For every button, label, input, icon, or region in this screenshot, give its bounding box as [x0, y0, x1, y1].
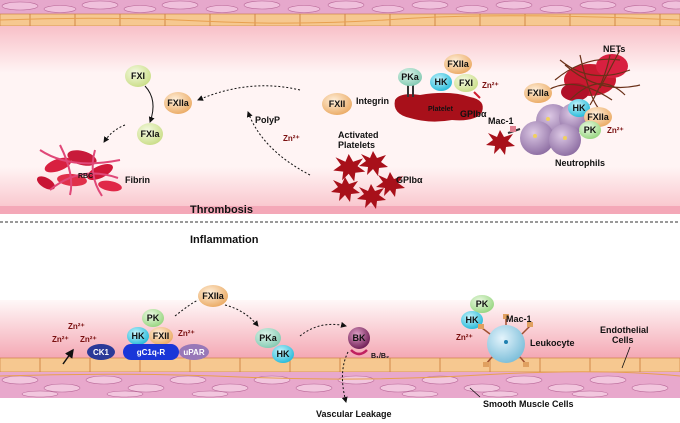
gpib-alpha-label-left: GPIbα [396, 175, 423, 185]
bottom-vessel [0, 300, 680, 398]
bk-label: BK [353, 333, 366, 343]
gpib-alpha-label-top: GPIbα [460, 109, 487, 119]
pka-label-bottom: PKa [259, 333, 278, 343]
hk-label-top: HK [435, 77, 448, 87]
gc1qr-complex: PK HK FXII gC1q-R uPAR [123, 309, 209, 360]
fxi-node: FXI [125, 65, 151, 87]
complex-to-fxiia-arrow [174, 299, 199, 317]
endothelial-cells-label-1: Endothelial [600, 325, 649, 335]
fibrin-label: Fibrin [125, 175, 150, 185]
fxii-to-fxiia-arrow [197, 85, 301, 101]
pk-label-bottom: PK [147, 313, 160, 323]
smooth-muscle-cells-label: Smooth Muscle Cells [483, 399, 574, 409]
fxi-label-top: FXI [459, 78, 473, 88]
hk-label-leukocyte: HK [466, 315, 479, 325]
zn-label-top-left: Zn²⁺ [283, 134, 300, 143]
fxiia-node: FXIIa [164, 92, 192, 114]
hk-label-bottom-2: HK [277, 349, 290, 359]
ck1-receptor: CK1 [87, 344, 115, 360]
zn-release-arrow [62, 348, 74, 365]
zn-label-bottom-1: Zn²⁺ [68, 322, 85, 331]
top-vessel-endothelium [0, 13, 680, 27]
rbc-clot: RBC [36, 144, 122, 197]
upar-label: uPAR [183, 348, 204, 357]
hk-label-bottom: HK [132, 331, 145, 341]
gc1qr-label: gC1q-R [137, 348, 166, 357]
nets-cluster [547, 49, 641, 111]
b1b2-label: B₁/B₂ [371, 353, 389, 360]
pk-label-leukocyte: PK [476, 299, 489, 309]
zn-label-bottom-3: Zn²⁺ [80, 335, 97, 344]
inflammation-heading: Inflammation [190, 234, 259, 246]
activated-platelets-label-2: Platelets [338, 140, 375, 150]
fxi-to-fxia-arrow [144, 85, 155, 123]
mac1-label-bottom: Mac-1 [506, 314, 532, 324]
thrombosis-heading: Thrombosis [190, 204, 253, 216]
fxia-label: FXIa [140, 129, 160, 139]
fxiia-label-top: FXIIa [447, 59, 470, 69]
zn-label-neutrophil: Zn²⁺ [607, 126, 624, 135]
leukocyte-label: Leukocyte [530, 338, 575, 348]
endothelial-pointer [621, 346, 631, 369]
fxiia-node-bottom: FXIIa [198, 285, 228, 307]
zn-label-complex: Zn²⁺ [178, 329, 195, 338]
fxia-node: FXIa [137, 123, 163, 145]
fxii-label-bottom: FXII [153, 331, 170, 341]
fxi-label: FXI [131, 71, 145, 81]
platelet-label: Platelet [428, 106, 454, 113]
rbc-label: RBC [78, 173, 93, 180]
platelet-to-fxii-arrow [246, 111, 311, 176]
activated-platelets-label-1: Activated [338, 130, 379, 140]
vascular-leakage-label: Vascular Leakage [316, 409, 392, 419]
smooth-muscle-pointer [469, 387, 481, 398]
pka-label-top: PKa [401, 72, 420, 82]
zn-label-platelet: Zn²⁺ [482, 81, 499, 90]
zn-label-leukocyte: Zn²⁺ [456, 333, 473, 342]
pka-to-bk-arrow [299, 321, 347, 337]
fxiia-to-pka-arrow [224, 304, 259, 327]
polyp-label: PolyP [255, 115, 280, 125]
fxiia-label-bottom: FXIIa [202, 291, 225, 301]
ck1-label: CK1 [93, 348, 110, 357]
neutrophils-label: Neutrophils [555, 158, 605, 168]
fxiia-label-neutrophil: FXIIa [527, 88, 550, 98]
pk-label-neutrophil: PK [584, 125, 597, 135]
fxia-to-fibrin-arrow [103, 124, 126, 143]
integrin-label: Integrin [356, 96, 389, 106]
leukocyte-complex: PK HK [461, 295, 533, 367]
fxiia-label: FXIIa [167, 98, 190, 108]
nets-label: NETs [603, 44, 625, 54]
bk-receptor: BK B₁/B₂ [348, 327, 389, 360]
neutrophils-cluster: FXIIa HK FXIIa PK [486, 83, 612, 156]
pka-hk-complex: PKa HK [255, 328, 294, 363]
mac1-label-top: Mac-1 [488, 116, 514, 126]
hk-label-neutrophil: HK [573, 103, 586, 113]
platelet-complex: Platelet PKa HK FXIIa FXI [394, 54, 483, 122]
fxii-label: FXII [329, 99, 346, 109]
endothelial-cells-label-2: Cells [612, 335, 634, 345]
fxii-node: FXII [322, 93, 352, 115]
zn-label-bottom-2: Zn²⁺ [52, 335, 69, 344]
fxiia-label-neutrophil-2: FXIIa [587, 112, 610, 122]
